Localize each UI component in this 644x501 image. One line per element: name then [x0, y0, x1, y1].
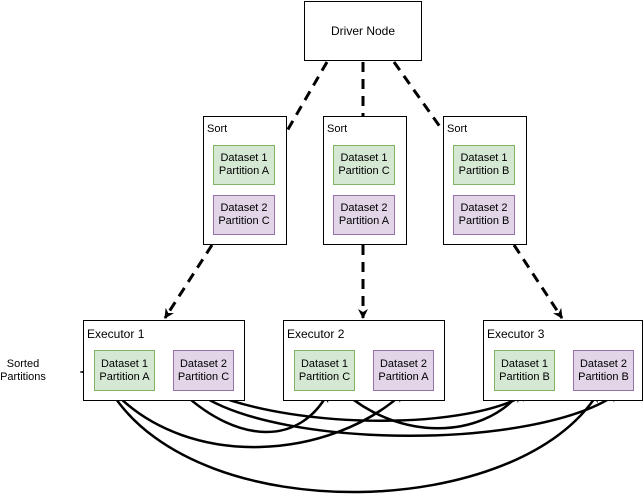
shuffle-arrow-e2a-e3a [334, 383, 521, 430]
partition-name-label: Partition B [499, 370, 550, 383]
driver-node: Driver Node [304, 1, 422, 61]
partition-dataset-label: Dataset 1 [500, 357, 549, 370]
dataset-1-partition-box: Dataset 1 Partition B [494, 350, 555, 391]
dataset-1-partition-box: Dataset 1 Partition B [453, 145, 515, 185]
executor-title: Executor 1 [87, 327, 145, 341]
shuffle-arrow-e1a-e3b [102, 382, 600, 494]
sorted-partitions-line2: Partitions [0, 371, 46, 383]
partition-dataset-label: Dataset 2 [379, 357, 428, 370]
partition-name-label: Partition C [298, 370, 351, 383]
partition-dataset-label: Dataset 2 [179, 357, 228, 370]
partition-dataset-label: Dataset 2 [460, 202, 508, 214]
partition-name-label: Partition C [218, 215, 270, 227]
partition-name-label: Partition A [218, 165, 270, 177]
partition-name-label: Partition B [578, 370, 629, 383]
driver-to-sort-3-connector [392, 61, 445, 132]
partition-dataset-label: Dataset 1 [100, 357, 149, 370]
partition-dataset-label: Dataset 1 [340, 152, 388, 164]
dataset-1-partition-box: Dataset 1 Partition A [94, 350, 155, 391]
dataset-2-partition-box: Dataset 2 Partition B [453, 195, 515, 235]
dataset-1-partition-box: Dataset 1 Partition C [294, 350, 355, 391]
sort-node-title: Sort [447, 123, 468, 135]
partition-name-label: Partition A [99, 370, 150, 383]
executor-title: Executor 2 [287, 327, 345, 341]
sorted-partitions-line1: Sorted [6, 358, 40, 370]
driver-node-label: Driver Node [330, 24, 396, 38]
dataset-2-partition-box: Dataset 2 Partition C [213, 195, 275, 235]
sort-node-2: Sort Dataset 1 Partition C Dataset 2 Par… [323, 116, 407, 245]
shuffle-arrow-e1a-e2a [105, 383, 404, 449]
partition-name-label: Partition B [458, 215, 510, 227]
sort-node-1: Sort Dataset 1 Partition A Dataset 2 Par… [203, 116, 287, 245]
partition-dataset-label: Dataset 2 [220, 202, 268, 214]
partition-dataset-label: Dataset 2 [340, 202, 388, 214]
partition-dataset-label: Dataset 1 [220, 152, 268, 164]
partition-dataset-label: Dataset 2 [579, 357, 628, 370]
sort-1-to-executor-1-arrow [163, 244, 214, 319]
dataset-2-partition-box: Dataset 2 Partition A [333, 195, 395, 235]
executor-1: Executor 1 Dataset 1 Partition A Dataset… [83, 320, 245, 401]
shuffle-arrow-e1c-e2c [172, 383, 330, 434]
sorted-partitions-label: Sorted Partitions [0, 358, 46, 384]
partition-name-label: Partition C [177, 370, 230, 383]
sort-3-to-executor-3-arrow [512, 244, 564, 319]
executor-2: Executor 2 Dataset 1 Partition C Dataset… [283, 320, 445, 401]
partition-name-label: Partition A [338, 215, 390, 227]
dataset-1-partition-box: Dataset 1 Partition A [213, 145, 275, 185]
executor-3: Executor 3 Dataset 1 Partition B Dataset… [483, 320, 643, 401]
sort-node-title: Sort [327, 123, 348, 135]
dataset-1-partition-box: Dataset 1 Partition C [333, 145, 395, 185]
driver-to-sort-1-connector [285, 61, 329, 132]
partition-dataset-label: Dataset 1 [300, 357, 349, 370]
sort-node-title: Sort [207, 123, 228, 135]
partition-name-label: Partition A [378, 370, 429, 383]
partition-name-label: Partition B [458, 165, 510, 177]
partition-dataset-label: Dataset 1 [460, 152, 508, 164]
dataset-2-partition-box: Dataset 2 Partition B [573, 350, 634, 391]
dataset-2-partition-box: Dataset 2 Partition A [373, 350, 434, 391]
partition-name-label: Partition C [338, 165, 390, 177]
shuffle-arrow-e1c-e3b [187, 383, 619, 437]
executor-title: Executor 3 [487, 327, 545, 341]
sort-node-3: Sort Dataset 1 Partition B Dataset 2 Par… [443, 116, 527, 245]
dataset-2-partition-box: Dataset 2 Partition C [173, 350, 234, 391]
shuffle-arrow-e1c-e3a [199, 384, 529, 422]
